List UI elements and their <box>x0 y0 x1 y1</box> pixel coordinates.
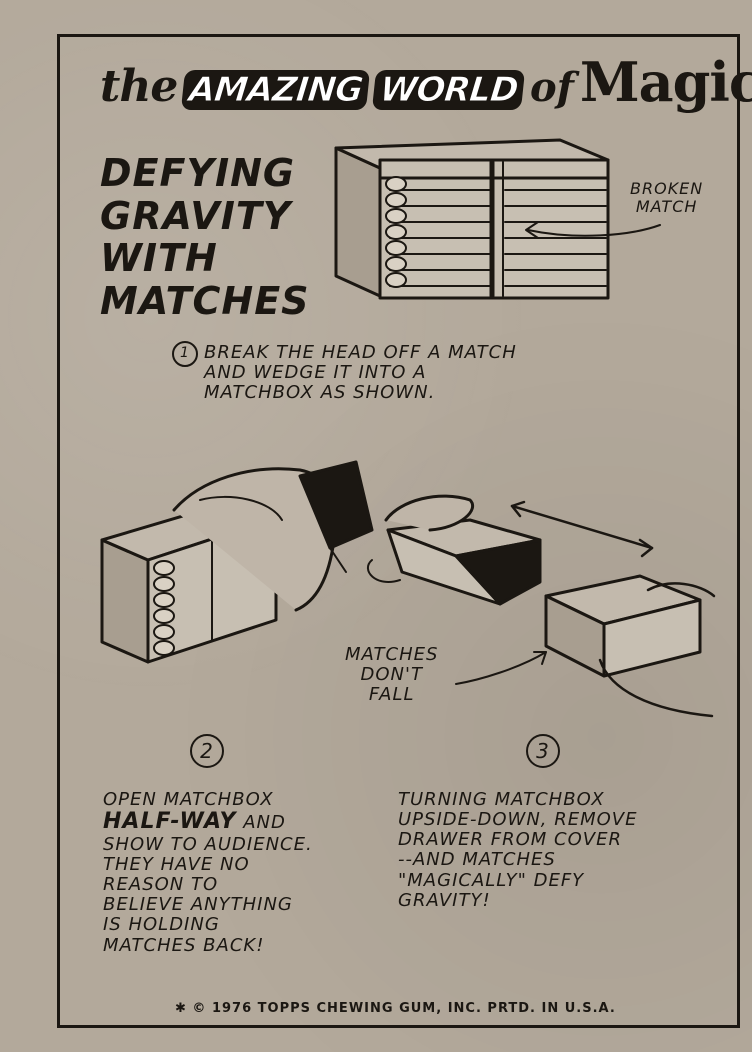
label-broken-match: BROKEN MATCH <box>630 180 703 216</box>
step-2-emphasis: HALF-WAY <box>103 809 237 835</box>
label-line: MATCH <box>635 196 698 216</box>
step-1-line: AND WEDGE IT INTO A <box>204 362 427 384</box>
step-3-line: GRAVITY! <box>398 889 491 911</box>
step-2-line: IS HOLDING <box>103 914 220 936</box>
step-2-line: SHOW TO AUDIENCE. <box>103 833 313 855</box>
card-header: the AMAZING WORLD of Magic <box>100 50 752 120</box>
trick-title: DEFYING GRAVITY WITH MATCHES <box>100 152 340 322</box>
upside-down-matchbox-illustration <box>455 574 716 718</box>
label-matches-dont-fall: MATCHES DON'T FALL <box>345 644 439 706</box>
copyright-footer: ✱ © 1976 TOPPS CHEWING GUM, INC. PRTD. I… <box>175 1001 616 1016</box>
step-3-number: 3 <box>526 734 560 768</box>
matchbox-illustration-1 <box>334 138 661 300</box>
step-2-line: THEY HAVE NO <box>103 853 250 875</box>
step-2-line: HALF-WAY AND <box>103 809 313 835</box>
step-3-line: TURNING MATCHBOX <box>398 789 605 810</box>
title-line: GRAVITY <box>100 193 292 238</box>
step-3-line: --AND MATCHES <box>398 849 556 871</box>
step-2-line: MATCHES BACK! <box>103 934 265 956</box>
step-2-line-text: AND <box>243 812 286 834</box>
title-line: WITH <box>100 236 218 281</box>
step-3-line: DRAWER FROM COVER <box>398 829 622 851</box>
title-line: DEFYING <box>100 151 296 195</box>
label-line: BROKEN <box>630 179 704 198</box>
step-2-line: BELIEVE ANYTHING <box>103 894 293 916</box>
step-2-line: REASON TO <box>103 874 219 896</box>
header-magic: Magic <box>579 50 752 114</box>
matchbox-in-hand-illustration <box>100 460 374 664</box>
step-3-text: TURNING MATCHBOX UPSIDE-DOWN, REMOVE DRA… <box>398 789 638 911</box>
step-1-number: 1 <box>172 341 198 367</box>
opening-matchbox-illustration <box>366 494 654 606</box>
card-border <box>57 34 740 1028</box>
step-1-line: MATCHBOX AS SHOWN. <box>204 382 436 404</box>
step-2-line: OPEN MATCHBOX <box>103 789 274 810</box>
label-line: MATCHES <box>345 644 439 665</box>
step-1-line-text: BREAK THE HEAD OFF A MATCH <box>204 342 517 363</box>
step-2-number: 2 <box>190 734 224 768</box>
step-3-line: "MAGICALLY" DEFY <box>398 869 585 891</box>
step-1-line: BREAK THE HEAD OFF A MATCH <box>172 342 672 363</box>
header-the: the <box>100 61 178 112</box>
header-of: of <box>529 64 574 111</box>
step-2-text: OPEN MATCHBOX HALF-WAY AND SHOW TO AUDIE… <box>103 789 313 956</box>
label-line: FALL <box>368 684 415 706</box>
title-line: MATCHES <box>100 278 310 323</box>
step-1-text: BREAK THE HEAD OFF A MATCH AND WEDGE IT … <box>172 342 672 404</box>
step-3-line: UPSIDE-DOWN, REMOVE <box>398 809 638 831</box>
label-line: DON'T <box>360 664 423 686</box>
